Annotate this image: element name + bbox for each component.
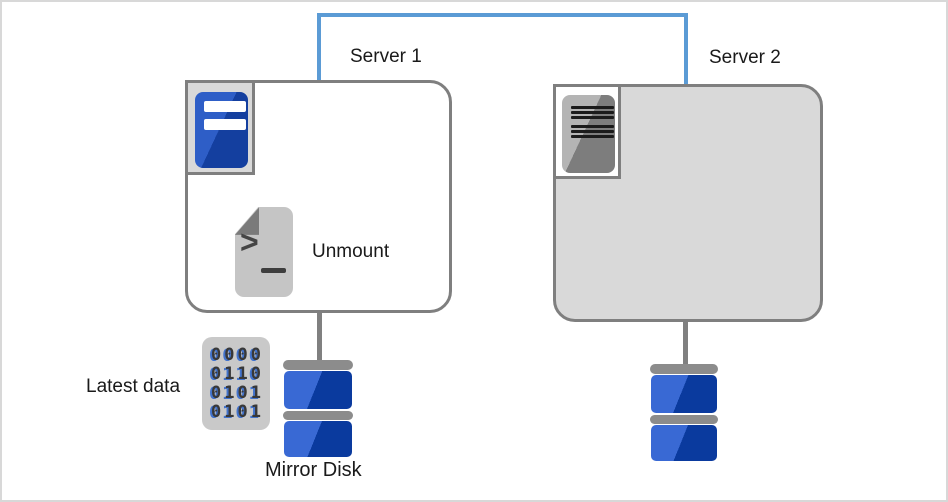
active-server-icon [185,80,255,175]
binary-row: 0101 [211,382,264,403]
disk-cap [283,360,353,370]
server-tower-front [562,95,615,173]
standby-server-icon [553,84,621,179]
disk-cap [650,415,718,424]
disk-cap [650,364,718,374]
drive-bay-slot [204,101,246,112]
vent-stripes [571,125,614,140]
vent-stripes [571,106,614,121]
binary-data-icon: 0000 0110 0101 0101 [202,337,270,430]
mirror-disk-label: Mirror Disk [265,459,362,481]
disk-platter [284,421,352,457]
mirror-disk-icon-server1 [283,360,353,458]
binary-row: 0110 [211,363,264,384]
underscore-glyph [261,268,286,273]
unmount-label: Unmount [312,241,390,262]
disk-platter [284,371,352,409]
disk-cap [283,411,353,420]
disk-platter [651,425,717,461]
disk-connector-server2 [683,312,688,367]
server1-label: Server 1 [350,46,422,67]
interconnect-line-icon [317,13,688,88]
binary-row: 0000 [211,344,264,365]
server2-label: Server 2 [709,47,781,68]
disk-connector-server1 [317,302,322,363]
latest-data-label: Latest data [86,376,181,397]
prompt-glyph: > [240,224,259,260]
binary-row: 0101 [211,401,264,422]
drive-bay-slot [204,119,246,130]
disk-platter [651,375,717,413]
mirror-disk-icon-server2 [650,364,718,462]
server-tower-front [195,92,248,168]
